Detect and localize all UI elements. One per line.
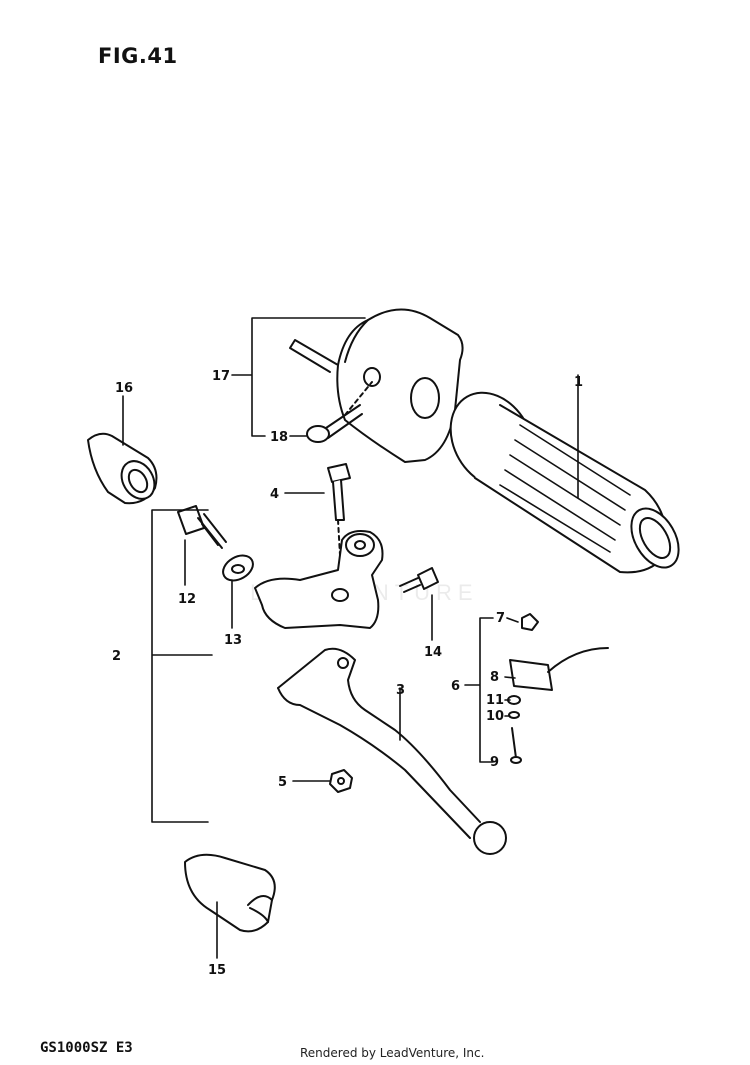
locknut-13 bbox=[222, 554, 254, 582]
clutch-lever-3 bbox=[277, 647, 507, 855]
nut-5 bbox=[329, 769, 353, 793]
cable-boot-16 bbox=[87, 432, 158, 505]
callout-12: 12 bbox=[178, 592, 196, 607]
callout-14: 14 bbox=[424, 645, 442, 660]
callout-2: 2 bbox=[112, 649, 121, 664]
adjuster-bolt-12 bbox=[177, 505, 227, 549]
callout-17: 17 bbox=[212, 369, 230, 384]
callout-3: 3 bbox=[396, 683, 405, 698]
callout-6: 6 bbox=[451, 679, 460, 694]
callout-8: 8 bbox=[490, 670, 499, 685]
callout-16: 16 bbox=[115, 381, 133, 396]
callout-13: 13 bbox=[224, 633, 242, 648]
callout-labels: 1 2 3 4 5 6 7 8 9 10 11 12 13 14 15 16 1… bbox=[112, 369, 583, 978]
callout-1: 1 bbox=[574, 375, 583, 390]
callout-7: 7 bbox=[496, 611, 505, 626]
bolt-4 bbox=[327, 463, 351, 556]
figure-title: FIG.41 bbox=[98, 44, 178, 68]
callout-10: 10 bbox=[486, 709, 504, 724]
callout-11: 11 bbox=[486, 693, 504, 708]
switch-housing bbox=[289, 308, 464, 463]
screw-18 bbox=[306, 381, 373, 443]
callout-18: 18 bbox=[270, 430, 288, 445]
handlebar-grip bbox=[449, 391, 680, 574]
lever-holder bbox=[254, 530, 384, 629]
leader-lines bbox=[122, 317, 579, 959]
callout-4: 4 bbox=[270, 487, 279, 502]
lever-cover-15 bbox=[184, 853, 276, 933]
clutch-switch-parts bbox=[507, 613, 609, 764]
model-code: GS1000SZ E3 bbox=[40, 1040, 133, 1056]
screw-14 bbox=[399, 567, 439, 593]
callout-9: 9 bbox=[490, 755, 499, 770]
rendered-by-credit: Rendered by LeadVenture, Inc. bbox=[300, 1046, 485, 1060]
callout-15: 15 bbox=[208, 963, 226, 978]
callout-5: 5 bbox=[278, 775, 287, 790]
